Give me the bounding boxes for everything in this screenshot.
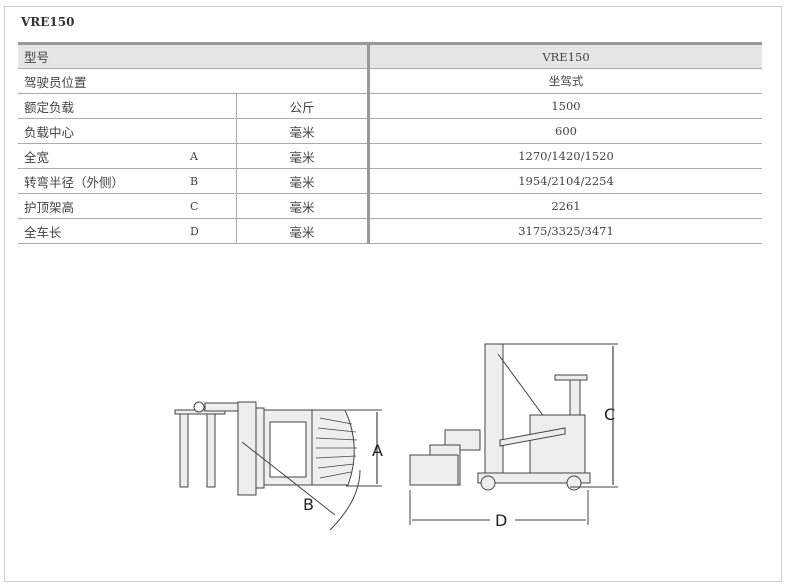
row-letter: [190, 118, 237, 144]
row-unit: 公斤: [236, 93, 369, 119]
top-view: A B: [174, 401, 383, 530]
table-row: 护顶架高 C 毫米 2261: [18, 193, 762, 219]
row-letter: A: [190, 143, 237, 169]
row-unit: 毫米: [236, 218, 369, 244]
row-unit: 毫米: [236, 168, 369, 194]
table-header-row: 型号 VRE150: [18, 43, 762, 69]
row-value: 1954/2104/2254: [367, 168, 762, 194]
row-letter: [190, 93, 237, 119]
dimension-a-label: A: [372, 441, 383, 460]
row-value: 2261: [367, 193, 762, 219]
row-label: 驾驶员位置: [18, 68, 369, 94]
row-letter: D: [190, 218, 237, 244]
table-row: 全宽 A 毫米 1270/1420/1520: [18, 143, 762, 169]
table-row: 驾驶员位置 坐驾式: [18, 68, 762, 94]
dimension-b-label: B: [303, 495, 314, 514]
row-unit: 毫米: [236, 143, 369, 169]
forklift-diagram: A B C D: [174, 343, 618, 530]
row-unit: 毫米: [236, 193, 369, 219]
row-unit: 毫米: [236, 118, 369, 144]
row-label: 额定负载: [18, 93, 190, 119]
page-title: VRE150: [21, 15, 75, 29]
row-label: 转弯半径（外侧）: [18, 168, 190, 194]
row-value: 3175/3325/3471: [367, 218, 762, 244]
row-value: 坐驾式: [367, 68, 762, 94]
spec-table: 型号 VRE150 驾驶员位置 坐驾式 额定负载 公斤 1500 负载中心 毫米…: [18, 42, 762, 244]
row-value: 600: [367, 118, 762, 144]
row-value: 1270/1420/1520: [367, 143, 762, 169]
header-label: 型号: [18, 43, 369, 69]
table-row: 全车长 D 毫米 3175/3325/3471: [18, 218, 762, 244]
row-value: 1500: [367, 93, 762, 119]
dimension-d-label: D: [495, 511, 507, 530]
side-view: C D: [409, 343, 618, 530]
row-letter: B: [190, 168, 237, 194]
row-label: 负载中心: [18, 118, 190, 144]
dimension-c-label: C: [604, 405, 615, 424]
table-row: 转弯半径（外侧） B 毫米 1954/2104/2254: [18, 168, 762, 194]
table-row: 额定负载 公斤 1500: [18, 93, 762, 119]
header-value: VRE150: [367, 43, 762, 69]
row-label: 护顶架高: [18, 193, 190, 219]
row-letter: C: [190, 193, 237, 219]
table-row: 负载中心 毫米 600: [18, 118, 762, 144]
row-label: 全车长: [18, 218, 190, 244]
row-label: 全宽: [18, 143, 190, 169]
